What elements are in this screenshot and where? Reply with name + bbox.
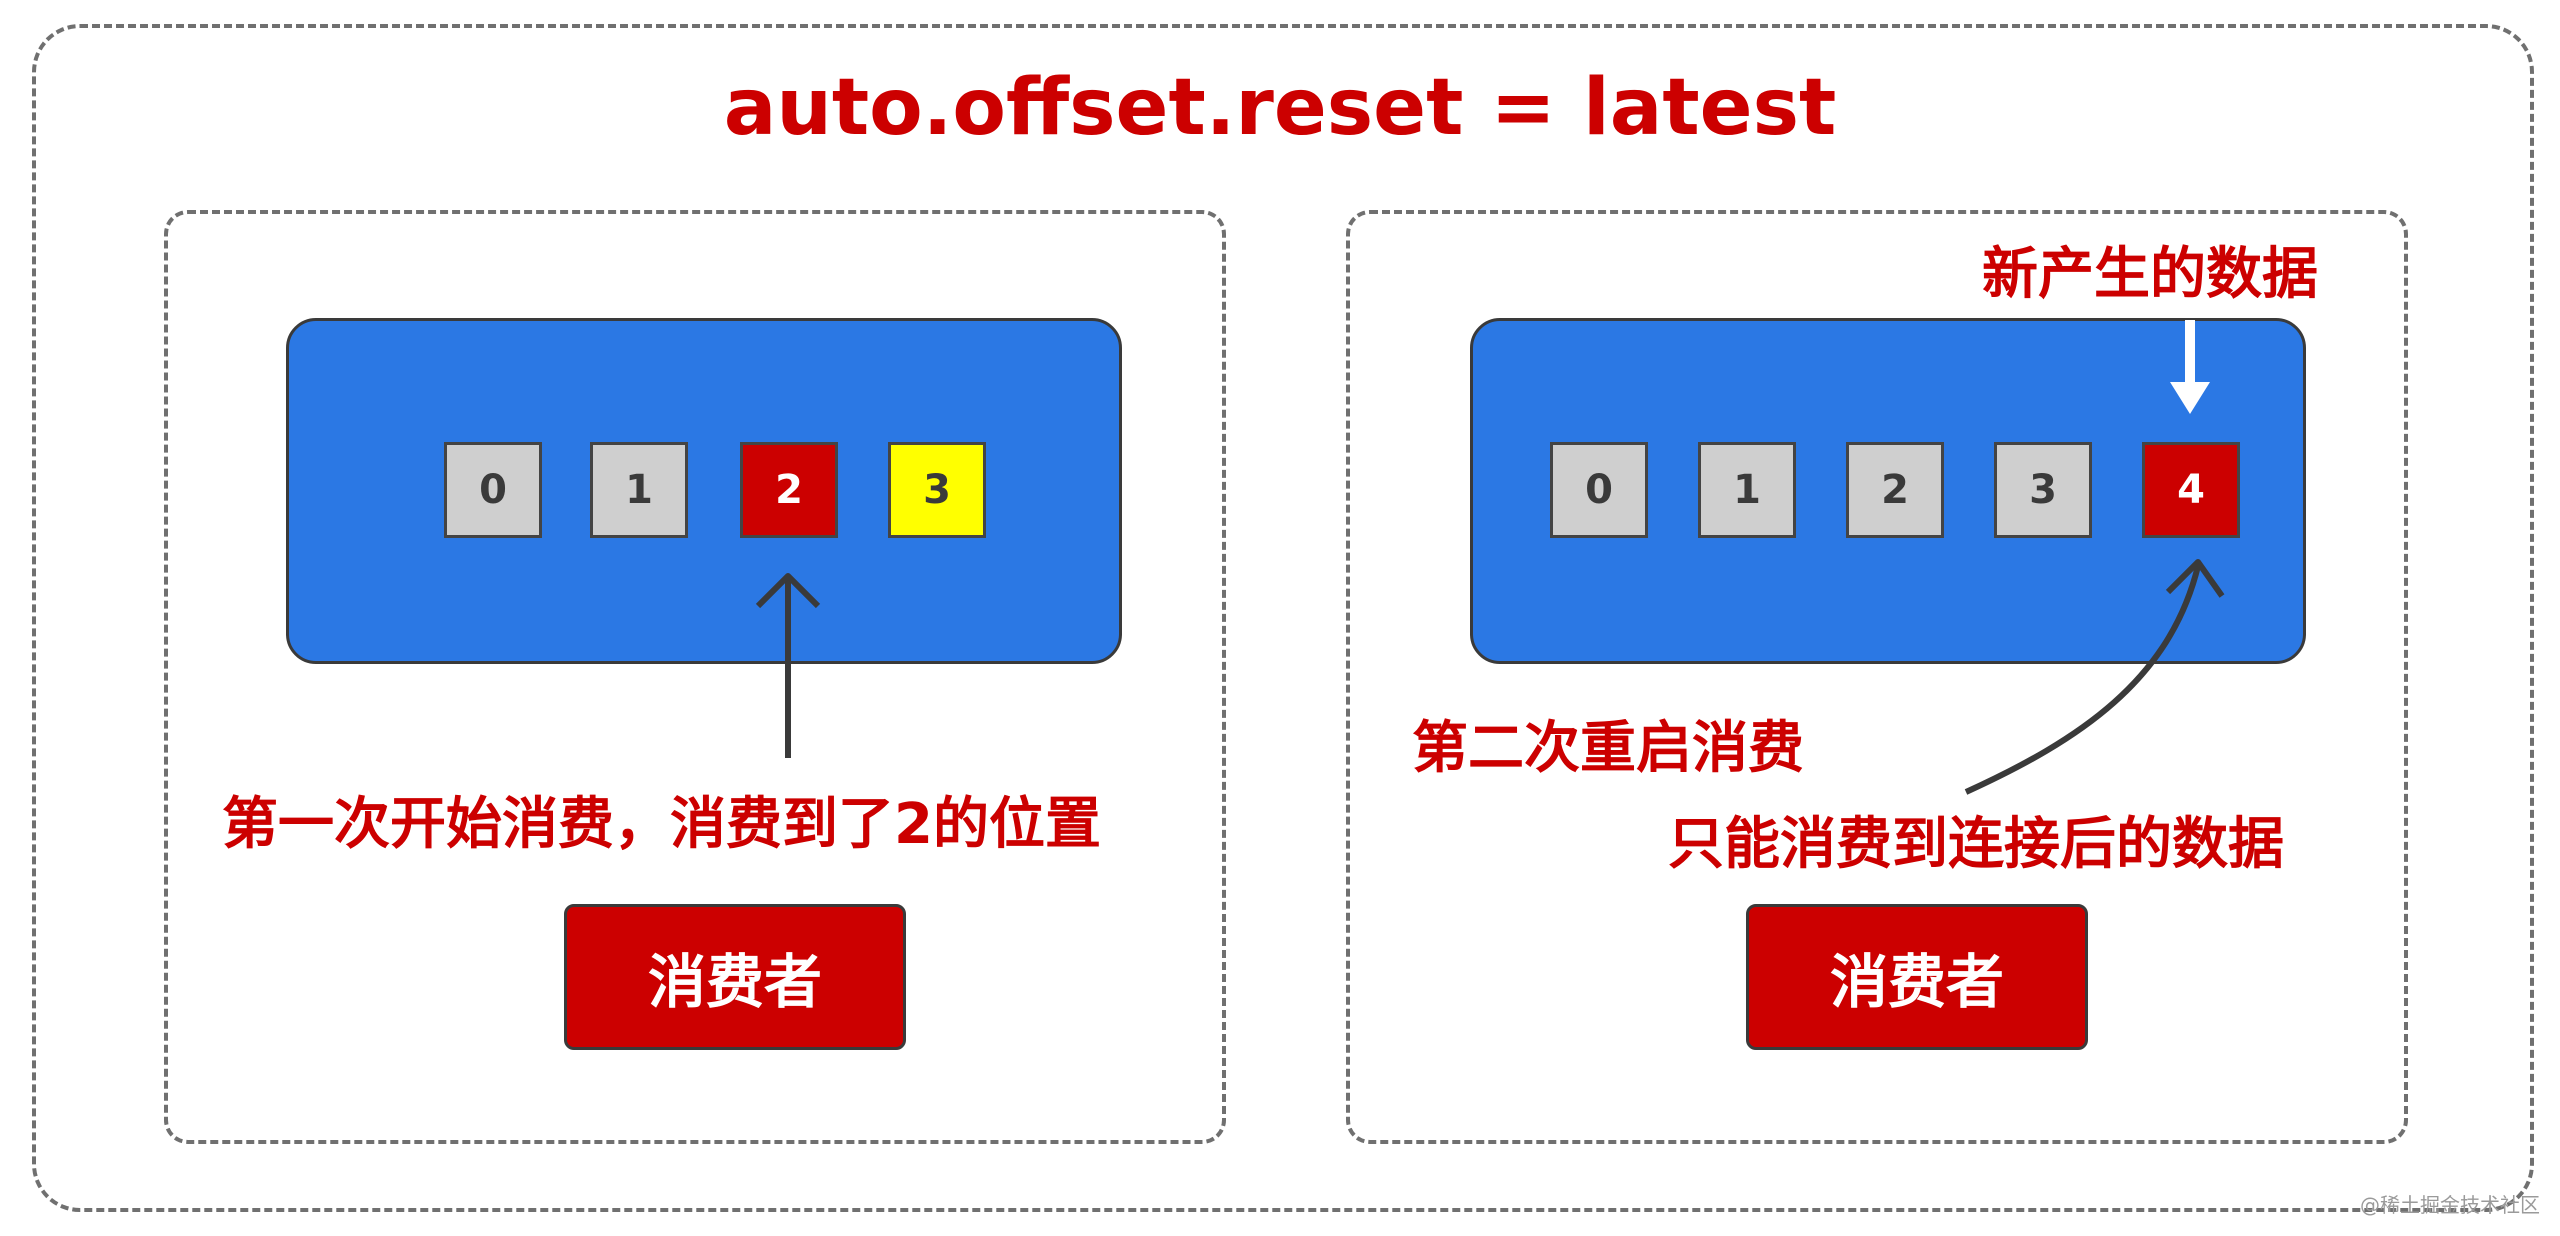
new-data-arrow: [2170, 320, 2210, 414]
left-offset-cell-2: 2: [740, 442, 838, 538]
outer-container: [32, 24, 2534, 1212]
right-pointer-arrow: [1964, 559, 2225, 795]
watermark: @稀土掘金技术社区: [2360, 1193, 2540, 1217]
left-consume-note: 第一次开始消费，消费到了2的位置: [222, 792, 1101, 857]
right-offset-cell-0: 0: [1550, 442, 1648, 538]
left-offset-cell-1: 1: [590, 442, 688, 538]
right-consumer-box: 消费者: [1746, 904, 2088, 1050]
restart-label: 第二次重启消费: [1412, 716, 1804, 781]
right-consume-note: 只能消费到连接后的数据: [1668, 812, 2284, 877]
right-panel: [1346, 210, 2408, 1144]
right-offset-cell-1: 1: [1698, 442, 1796, 538]
new-data-label: 新产生的数据: [1982, 242, 2318, 307]
right-offset-cell-2: 2: [1846, 442, 1944, 538]
left-consumer-box: 消费者: [564, 904, 906, 1050]
right-offset-cell-3: 3: [1994, 442, 2092, 538]
left-pointer-arrow: [755, 573, 821, 758]
left-offset-cell-3: 3: [888, 442, 986, 538]
right-offset-cell-4: 4: [2142, 442, 2240, 538]
left-panel: [164, 210, 1226, 1144]
left-offset-cell-0: 0: [444, 442, 542, 538]
page-title: auto.offset.reset = latest: [723, 63, 1837, 153]
